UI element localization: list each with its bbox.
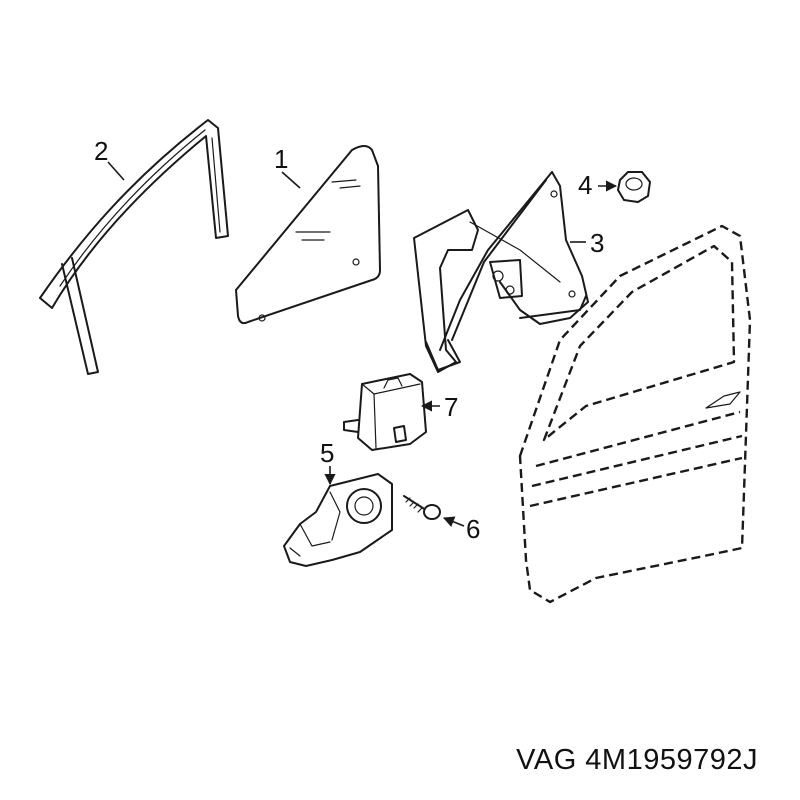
callout-1: 1: [274, 144, 288, 174]
callout-7: 7: [444, 392, 458, 422]
window-regulator: [413, 171, 589, 373]
leader-1: [281, 171, 301, 189]
callout-4: 4: [578, 170, 592, 200]
leader-2: [107, 161, 125, 181]
callout-6: 6: [466, 514, 480, 544]
callout-2: 2: [94, 136, 108, 166]
callout-5: 5: [320, 438, 334, 468]
hex-nut: [617, 171, 651, 203]
leader-6: [442, 516, 465, 527]
window-control-module: [343, 373, 427, 451]
door-shell: [518, 224, 752, 604]
door-glass: [235, 145, 381, 325]
part-number-caption: VAG 4M1959792J: [516, 744, 758, 776]
mounting-screw: [403, 495, 441, 520]
callout-3: 3: [590, 228, 604, 258]
run-channel-seal: [39, 119, 229, 375]
window-motor: [283, 473, 393, 567]
